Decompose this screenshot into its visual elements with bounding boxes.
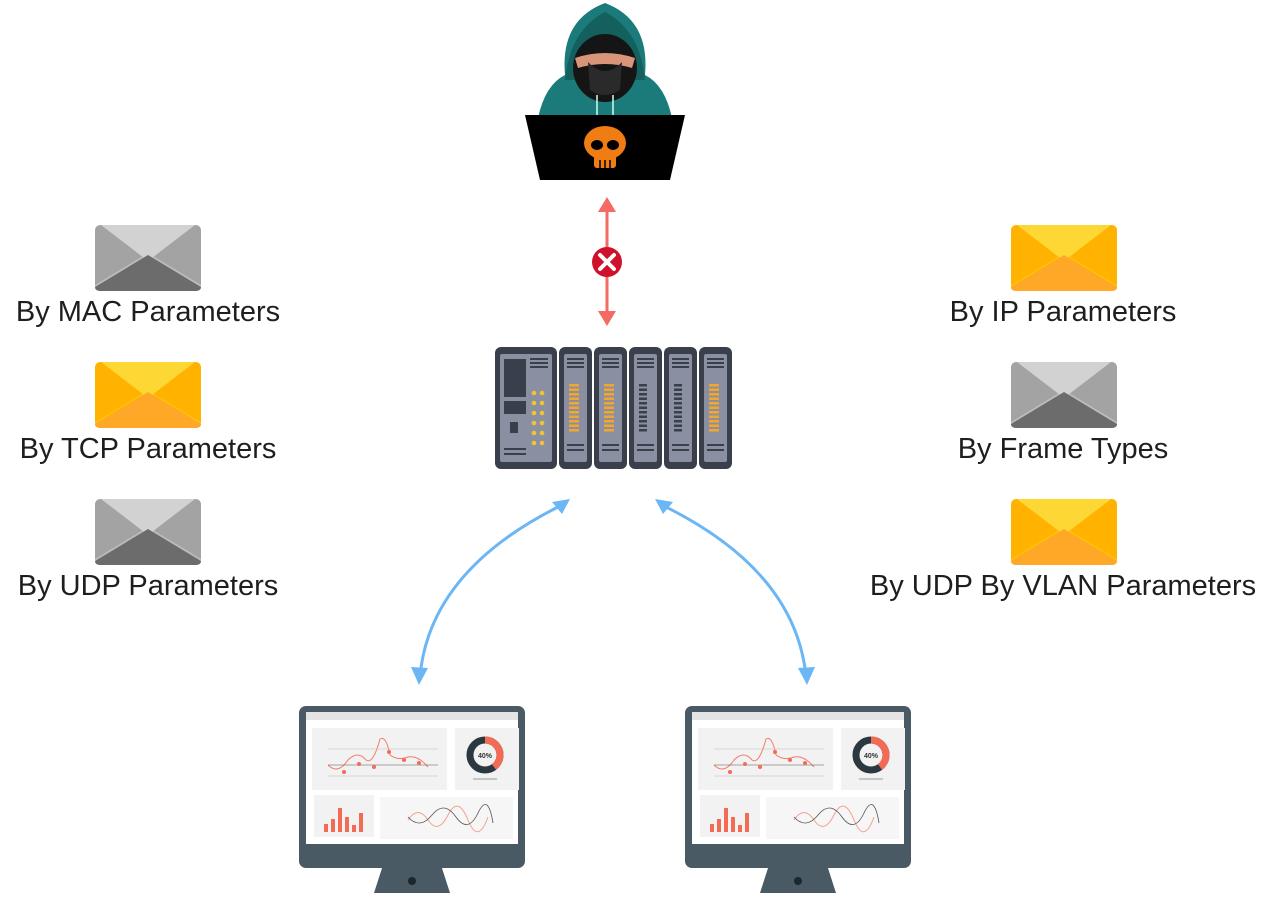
envelope-icon bbox=[95, 225, 201, 291]
monitor-dashboard-icon: 40% bbox=[684, 705, 912, 893]
filter-label: By UDP Parameters bbox=[17, 570, 279, 602]
blocked-x-icon bbox=[592, 247, 622, 277]
envelope-icon bbox=[1011, 362, 1117, 428]
donut-percent-label: 40% bbox=[864, 753, 879, 760]
filter-label: By TCP Parameters bbox=[19, 433, 277, 465]
envelope-icon bbox=[1011, 225, 1117, 291]
donut-percent-label: 40% bbox=[478, 753, 493, 760]
filter-label: By MAC Parameters bbox=[15, 296, 281, 328]
hacker-icon bbox=[525, 3, 685, 180]
filter-label: By UDP By VLAN Parameters bbox=[869, 570, 1257, 602]
filter-label: By IP Parameters bbox=[949, 296, 1177, 328]
industrial-switch-icon bbox=[495, 347, 732, 469]
envelope-icon bbox=[1011, 499, 1117, 565]
blocked-connection-arrow bbox=[592, 197, 622, 326]
envelope-icon bbox=[95, 362, 201, 428]
monitor-dashboard-icon: 40% bbox=[298, 705, 526, 893]
filter-label: By Frame Types bbox=[957, 433, 1169, 465]
envelope-icon bbox=[95, 499, 201, 565]
